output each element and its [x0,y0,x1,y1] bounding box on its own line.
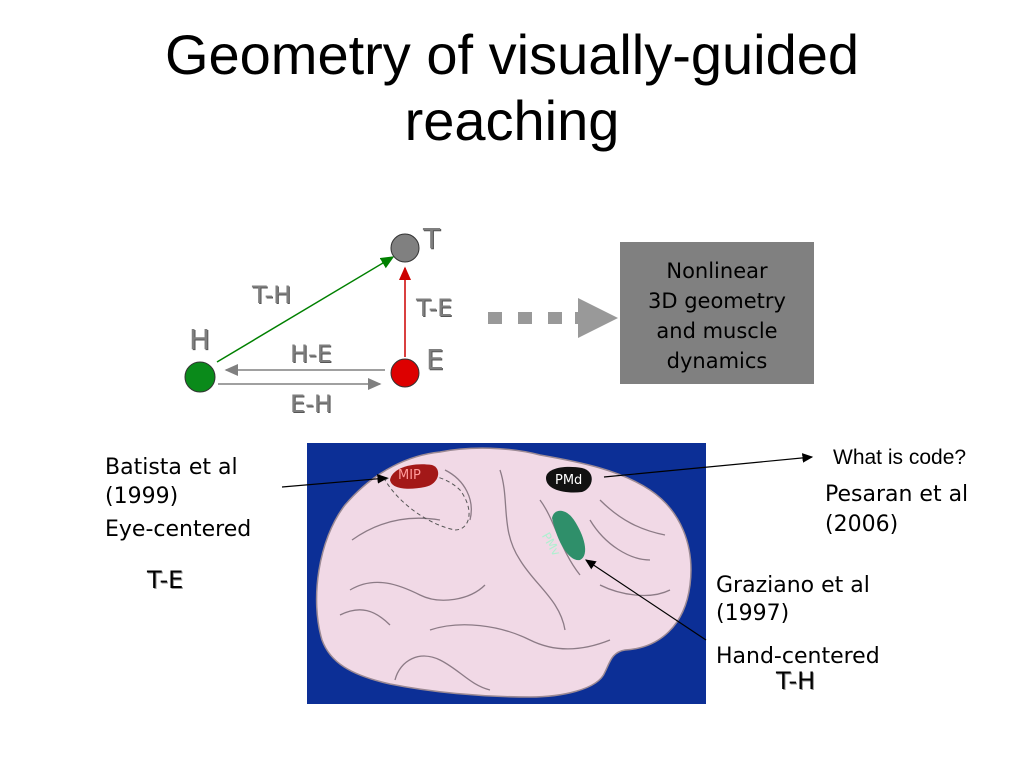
graziano-year: (1997) [716,601,790,626]
pointer-batista [281,474,389,488]
slide-title: Geometry of visually-guided reaching [0,22,1024,154]
pointer-graziano [585,559,707,641]
mip-label: MIP [398,468,421,483]
brain-illustration [315,447,692,698]
batista-frame: T-E [147,566,184,594]
pesaran-year: (2006) [825,512,899,537]
question-label: What is code? [833,446,967,469]
title-line-2: reaching [404,89,620,152]
graziano-frame: T-H [776,667,816,695]
pesaran-authors: Pesaran et al [825,482,969,507]
pmd-label: PMd [555,473,583,488]
batista-authors: Batista et al [105,455,238,480]
edge-TH-label: T-H [252,281,292,309]
node-E-label: E [426,343,444,376]
box-line-1: Nonlinear [666,259,768,283]
node-T-circle [390,233,420,263]
arrow-T-H [216,256,395,363]
box-line-2: 3D geometry [648,289,786,313]
node-T-label: T [423,222,441,255]
title-line-1: Geometry of visually-guided [164,23,860,86]
pmv-region [552,510,586,561]
box-line-3: and muscle [656,319,778,343]
node-H-label: H [189,323,211,356]
box-line-4: dynamics [666,349,768,373]
graziano-frame-desc: Hand-centered [716,644,880,669]
edge-TE-label: T-E [416,294,453,322]
graziano-authors: Graziano et al [716,573,870,598]
mip-region [390,464,439,489]
dotted-arrow [488,298,618,338]
batista-frame-desc: Eye-centered [105,517,252,542]
node-H-circle [184,361,216,393]
batista-year: (1999) [105,484,179,509]
edge-HE-label: H-E [290,340,332,368]
pointer-pesaran [603,453,814,478]
pmd-region [546,466,592,493]
edge-EH-label: E-H [290,390,332,418]
node-E-circle [390,358,420,388]
nonlinear-dynamics-box: Nonlinear 3D geometry and muscle dynamic… [620,242,814,384]
